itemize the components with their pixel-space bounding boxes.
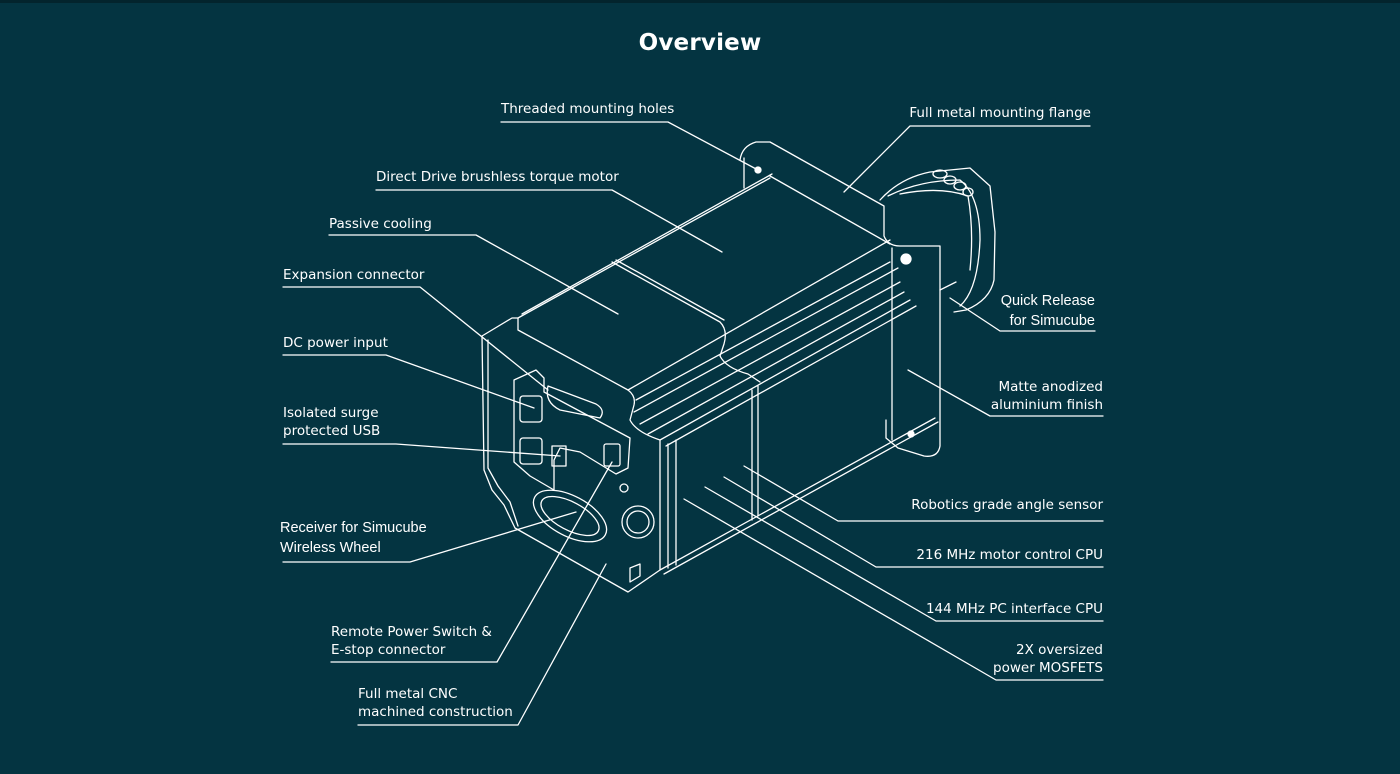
label-line: power MOSFETS — [993, 660, 1103, 676]
label-threaded-mounting-holes: Threaded mounting holes — [501, 100, 674, 118]
label-line: Passive cooling — [329, 216, 432, 232]
top-face-groove — [611, 261, 761, 383]
flange-bolt-hole-mid — [900, 253, 912, 265]
label-passive-cooling: Passive cooling — [329, 215, 432, 233]
label-motor-control-cpu: 216 MHz motor control CPU — [916, 546, 1103, 564]
label-line: Remote Power Switch & — [331, 624, 492, 640]
top-face-front-edge-2 — [521, 173, 773, 315]
usb-port — [519, 437, 543, 465]
connector-panel — [513, 369, 655, 583]
label-cnc-construction: Full metal CNC machined construction — [358, 685, 513, 721]
leader-pc-interface-cpu — [704, 486, 1104, 622]
label-line: Full metal CNC — [358, 686, 458, 702]
top-face-back-edge — [627, 239, 891, 391]
leader-anodized-finish — [907, 369, 1104, 417]
page-title: Overview — [638, 30, 762, 56]
wireless-receiver-window — [532, 489, 608, 543]
top-face-groove-2 — [615, 259, 725, 321]
label-line: E-stop connector — [331, 642, 446, 658]
side-rib-6 — [665, 305, 917, 447]
label-line: Robotics grade angle sensor — [911, 497, 1103, 513]
label-line: Quick Release — [1000, 293, 1095, 309]
dc-power-connector — [519, 395, 543, 423]
label-direct-drive-motor: Direct Drive brushless torque motor — [376, 168, 619, 186]
label-angle-sensor: Robotics grade angle sensor — [911, 496, 1103, 514]
side-bottom-edge-2 — [663, 421, 939, 575]
top-face-front-edge — [517, 177, 771, 319]
label-line: Threaded mounting holes — [501, 101, 675, 117]
front-face-inner — [487, 339, 519, 527]
leader-expansion-connector — [282, 286, 549, 391]
leader-cnc-construction — [357, 563, 607, 726]
flange-bolt-hole-bottom — [907, 430, 915, 438]
power-button — [621, 505, 655, 539]
power-button-led — [619, 483, 629, 493]
label-mounting-flange: Full metal mounting flange — [909, 104, 1091, 122]
top-border — [0, 0, 1400, 3]
label-line: Expansion connector — [283, 267, 425, 283]
device-line-art — [481, 141, 996, 593]
label-pc-interface-cpu: 144 MHz PC interface CPU — [926, 600, 1103, 618]
label-line: Isolated surge — [283, 405, 379, 421]
label-line: 2X oversized — [1016, 642, 1103, 658]
label-anodized-finish: Matte anodized aluminium finish — [991, 378, 1103, 414]
leader-remote-power-switch — [330, 461, 613, 663]
leader-dc-power-input — [282, 354, 535, 409]
label-wireless-receiver: Receiver for Simucube Wireless Wheel — [280, 518, 427, 558]
label-line: 216 MHz motor control CPU — [916, 547, 1103, 563]
label-line: Wireless Wheel — [280, 540, 381, 556]
side-rib-1 — [635, 261, 891, 401]
connector-recess — [513, 369, 631, 491]
flange-top-edge — [769, 175, 891, 245]
front-face-outline — [481, 317, 661, 593]
bottom-foot — [629, 563, 641, 583]
label-line: Direct Drive brushless torque motor — [376, 169, 619, 185]
leader-angle-sensor — [743, 465, 1104, 522]
label-quick-release: Quick Release for Simucube — [1001, 291, 1095, 331]
side-bottom-edge — [659, 417, 936, 571]
wireless-receiver-window-inner — [540, 495, 600, 537]
power-button-inner — [626, 510, 650, 534]
leader-quick-release — [949, 297, 1096, 332]
label-remote-power-switch: Remote Power Switch & E-stop connector — [331, 623, 492, 659]
side-rib-2 — [633, 267, 899, 413]
leader-direct-drive-motor — [375, 189, 723, 253]
leader-power-mosfets — [683, 498, 1104, 681]
label-line: for Simucube — [1009, 313, 1095, 329]
label-line: Receiver for Simucube — [280, 520, 427, 536]
label-line: Matte anodized — [998, 379, 1103, 395]
label-power-mosfets: 2X oversized power MOSFETS — [993, 641, 1103, 677]
leader-isolated-usb — [282, 443, 561, 457]
label-expansion-connector: Expansion connector — [283, 266, 424, 284]
rear-flange-inner — [743, 157, 957, 441]
label-line: machined construction — [358, 704, 513, 720]
leader-wireless-receiver — [282, 511, 577, 563]
label-line: Full metal mounting flange — [909, 105, 1091, 121]
side-divider — [751, 385, 759, 521]
leader-motor-control-cpu — [723, 476, 1104, 568]
side-rib-5 — [659, 299, 911, 441]
leader-threaded-mounting-holes — [500, 121, 759, 171]
label-line: DC power input — [283, 335, 388, 351]
quick-release-hub — [879, 167, 996, 313]
estop-connector — [603, 443, 621, 467]
side-rib-4 — [647, 291, 905, 435]
label-isolated-usb: Isolated surge protected USB — [283, 404, 380, 440]
side-rib-3 — [639, 281, 901, 425]
expansion-dsub-connector — [546, 385, 603, 419]
label-line: protected USB — [283, 423, 381, 439]
rear-flange — [739, 141, 941, 457]
label-dc-power-input: DC power input — [283, 334, 388, 352]
leader-lines — [282, 121, 1104, 726]
leader-mounting-flange — [843, 125, 1091, 193]
leader-passive-cooling — [328, 234, 619, 315]
label-line: aluminium finish — [990, 397, 1103, 413]
label-line: 144 MHz PC interface CPU — [925, 601, 1103, 617]
